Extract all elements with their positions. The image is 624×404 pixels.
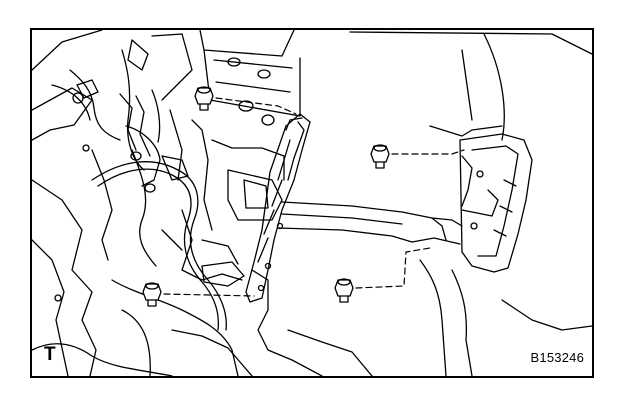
bolt-lower-right bbox=[334, 278, 354, 303]
wire-harness bbox=[91, 93, 227, 331]
vehicle-body-structure bbox=[32, 30, 323, 376]
illustration-frame: T B153246 bbox=[30, 28, 594, 378]
left-mounting-bracket bbox=[245, 113, 311, 303]
bracket-installation-diagram bbox=[32, 30, 592, 376]
bolt-lower-left bbox=[142, 282, 162, 307]
cross-reinforcement-bar bbox=[277, 201, 463, 245]
right-mounting-bracket bbox=[429, 125, 533, 273]
figure-id-label: B153246 bbox=[530, 350, 584, 365]
bolt-upper-left bbox=[194, 86, 214, 111]
corner-mark: T bbox=[44, 344, 56, 365]
bolt-upper-right bbox=[370, 144, 390, 169]
body-panel-right bbox=[287, 31, 592, 376]
installation-guide-lines bbox=[163, 97, 465, 297]
